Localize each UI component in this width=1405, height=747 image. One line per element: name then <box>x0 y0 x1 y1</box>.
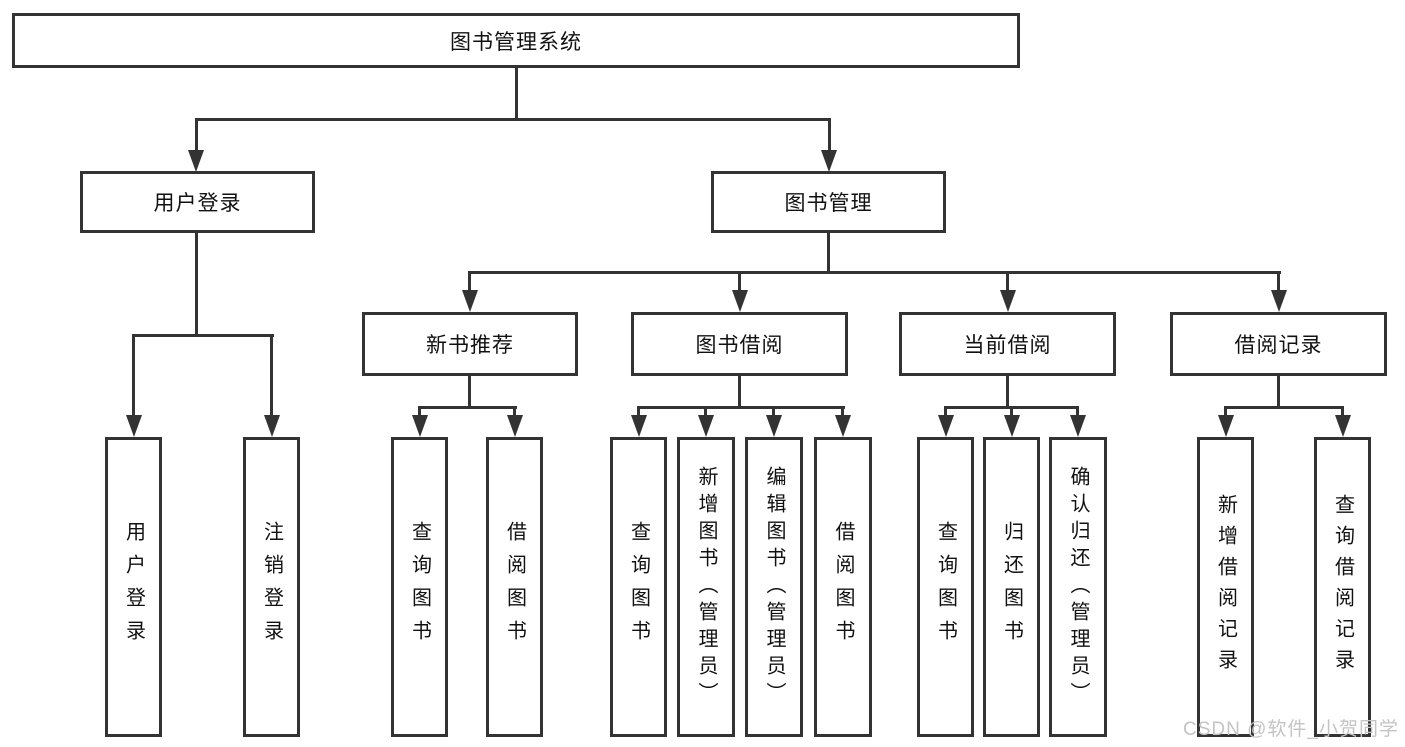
arrowhead-down-icon <box>412 415 428 437</box>
connector-line <box>513 408 516 418</box>
connector-line <box>468 271 1281 274</box>
leaf-query-books-borrow: 查询图书 <box>610 437 667 737</box>
connector-line <box>637 408 640 418</box>
leaf-logout-label: 注销登录 <box>260 521 283 653</box>
leaf-add-borrow-record: 新增借阅记录 <box>1197 437 1254 737</box>
connector-line <box>637 406 845 409</box>
leaf-add-borrow-record-label: 新增借阅记录 <box>1214 494 1237 680</box>
connector-line <box>738 376 741 408</box>
node-library-system-label: 图书管理系统 <box>450 30 582 54</box>
leaf-query-books-current-label: 查询图书 <box>934 521 957 653</box>
connector-line <box>1341 408 1344 418</box>
arrowhead-down-icon <box>507 415 523 437</box>
leaf-add-book-admin: 新增图书（管理员） <box>677 437 735 737</box>
leaf-borrow-books-recommend-label: 借阅图书 <box>503 521 526 653</box>
leaf-confirm-return-admin: 确认归还（管理员） <box>1049 437 1107 737</box>
leaf-confirm-return-admin-label: 确认归还（管理员） <box>1067 465 1089 709</box>
connector-line <box>1006 376 1009 408</box>
connector-line <box>270 336 273 416</box>
arrowhead-down-icon <box>1218 415 1234 437</box>
node-borrow-records-label: 借阅记录 <box>1234 334 1323 357</box>
node-book-management-label: 图书管理 <box>784 192 873 215</box>
arrowhead-down-icon <box>126 415 142 437</box>
leaf-query-books-borrow-label: 查询图书 <box>627 521 650 653</box>
leaf-borrow-books-2: 借阅图书 <box>814 437 872 737</box>
arrowhead-down-icon <box>1004 415 1020 437</box>
connector-line <box>828 120 831 152</box>
connector-line <box>944 408 947 418</box>
leaf-borrow-books-recommend: 借阅图书 <box>486 437 543 737</box>
node-current-borrow-label: 当前借阅 <box>963 334 1052 357</box>
connector-line <box>418 406 517 409</box>
connector-line <box>1010 408 1013 418</box>
connector-line <box>1076 408 1079 418</box>
node-book-borrow-label: 图书借阅 <box>695 334 784 357</box>
connector-line <box>944 406 1079 409</box>
leaf-logout: 注销登录 <box>243 437 300 737</box>
connector-line <box>1277 273 1280 292</box>
arrowhead-down-icon <box>1070 415 1086 437</box>
connector-line <box>195 120 198 152</box>
arrowhead-down-icon <box>766 415 782 437</box>
connector-line <box>515 68 518 120</box>
node-new-book-recommend-label: 新书推荐 <box>426 334 514 357</box>
connector-line <box>195 233 198 336</box>
node-current-borrow: 当前借阅 <box>899 312 1116 376</box>
leaf-query-borrow-record: 查询借阅记录 <box>1314 437 1371 737</box>
leaf-return-book-label: 归还图书 <box>1000 521 1023 653</box>
connector-line <box>132 334 274 337</box>
arrowhead-down-icon <box>1000 290 1016 312</box>
node-user-login: 用户登录 <box>80 171 315 233</box>
connector-line <box>1224 406 1344 409</box>
connector-line <box>1006 273 1009 292</box>
leaf-edit-book-admin: 编辑图书（管理员） <box>745 437 803 737</box>
connector-line <box>468 376 471 408</box>
arrowhead-down-icon <box>264 415 280 437</box>
connector-line <box>841 408 844 418</box>
connector-line <box>468 273 471 292</box>
arrowhead-down-icon <box>631 415 647 437</box>
connector-line <box>704 408 707 418</box>
node-new-book-recommend: 新书推荐 <box>362 312 578 376</box>
leaf-user-login: 用户登录 <box>105 437 162 737</box>
arrowhead-down-icon <box>821 150 837 172</box>
leaf-query-books-recommend-label: 查询图书 <box>408 521 431 653</box>
leaf-user-login-label: 用户登录 <box>122 521 145 653</box>
node-library-system: 图书管理系统 <box>12 13 1020 68</box>
connector-line <box>132 336 135 416</box>
arrowhead-down-icon <box>938 415 954 437</box>
node-user-login-label: 用户登录 <box>153 192 242 215</box>
leaf-query-books-recommend: 查询图书 <box>391 437 448 737</box>
arrowhead-down-icon <box>835 415 851 437</box>
arrowhead-down-icon <box>698 415 714 437</box>
connector-line <box>738 273 741 292</box>
node-borrow-records: 借阅记录 <box>1170 312 1387 376</box>
node-book-management: 图书管理 <box>711 171 946 233</box>
arrowhead-down-icon <box>1271 290 1287 312</box>
connector-line <box>1224 408 1227 418</box>
connector-line <box>418 408 421 418</box>
node-book-borrow: 图书借阅 <box>631 312 848 376</box>
arrowhead-down-icon <box>732 290 748 312</box>
arrowhead-down-icon <box>1335 415 1351 437</box>
connector-line <box>1277 376 1280 408</box>
leaf-borrow-books-2-label: 借阅图书 <box>832 521 854 653</box>
connector-line <box>827 233 830 273</box>
watermark: CSDN @软件_小贺同学 <box>1183 719 1399 740</box>
arrowhead-down-icon <box>462 290 478 312</box>
leaf-return-book: 归还图书 <box>983 437 1040 737</box>
connector-line <box>195 118 831 121</box>
leaf-edit-book-admin-label: 编辑图书（管理员） <box>763 465 785 709</box>
leaf-add-book-admin-label: 新增图书（管理员） <box>695 465 717 709</box>
leaf-query-books-current: 查询图书 <box>917 437 974 737</box>
arrowhead-down-icon <box>188 150 204 172</box>
connector-line <box>772 408 775 418</box>
leaf-query-borrow-record-label: 查询借阅记录 <box>1331 494 1354 680</box>
